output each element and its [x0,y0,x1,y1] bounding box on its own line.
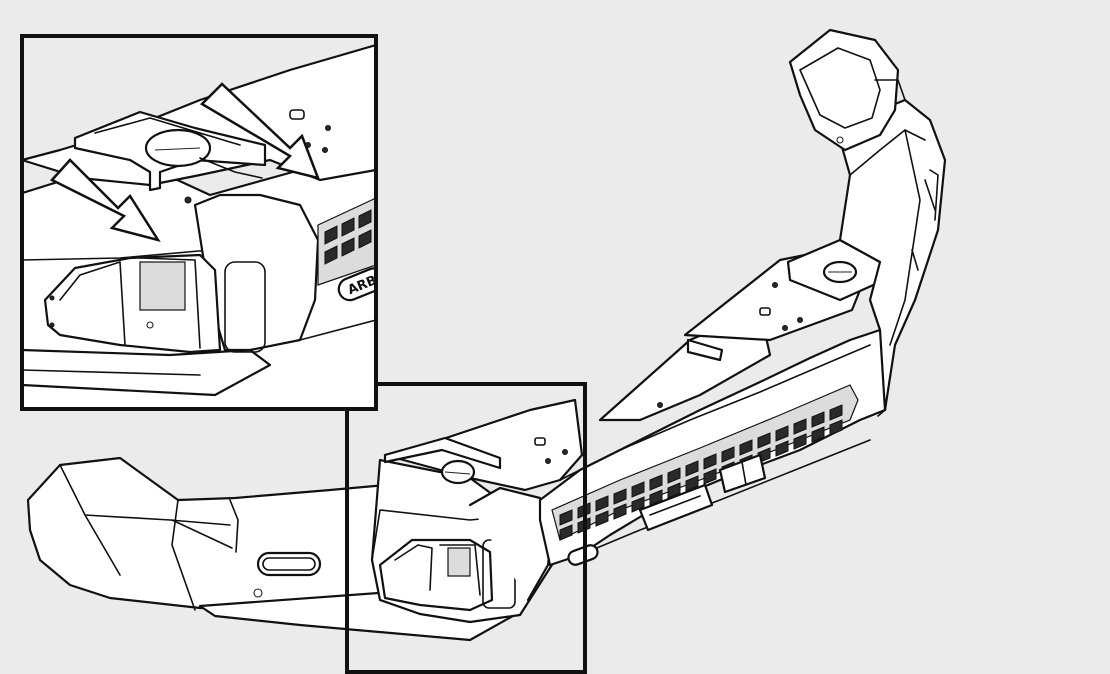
inset-logo-badge: ARB [337,267,376,302]
arrow-left [49,158,161,243]
winch-mount-plate [383,398,584,492]
fog-light-slot-left [256,551,322,577]
upright-top-mount [788,28,900,152]
bull-bar-bumper [26,28,947,642]
detail-inset: ARB [20,34,378,411]
arrow-right [199,82,321,180]
detail-highlight-box [345,382,587,674]
